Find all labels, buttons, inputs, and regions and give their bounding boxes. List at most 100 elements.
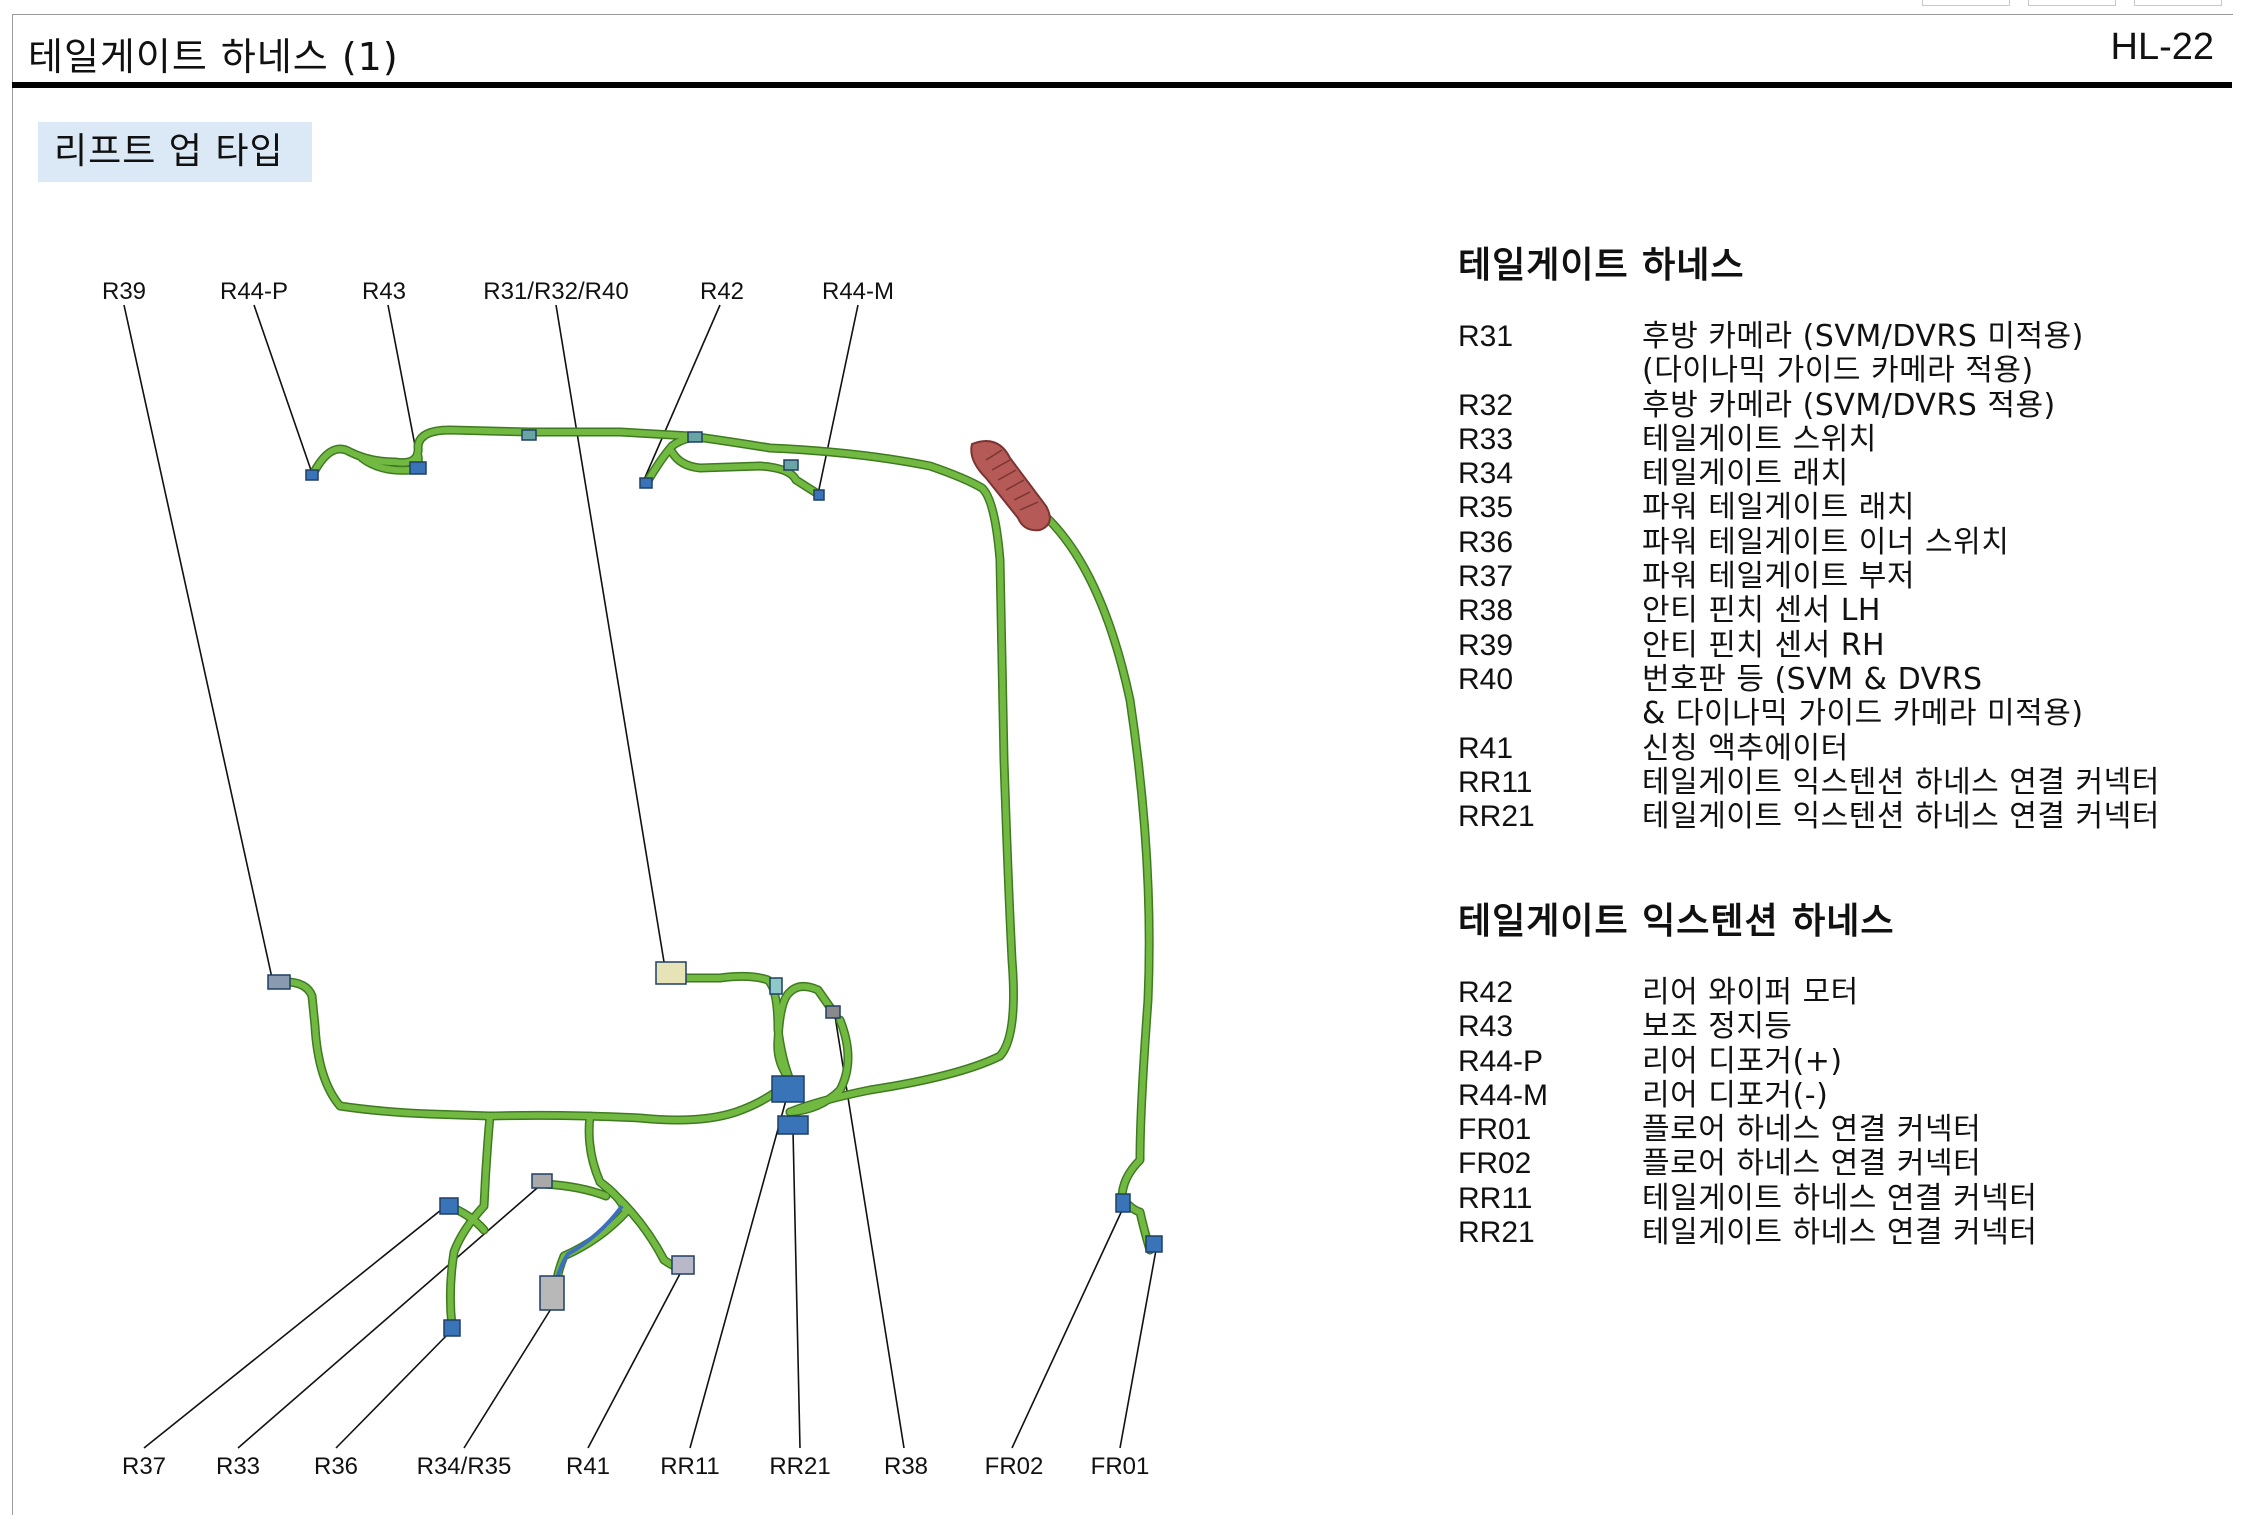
bottom-callouts: R37 R33 R36 R34/R35 R41 RR11 RR21 R38 FR… (122, 1453, 1149, 1480)
legend-desc: 후방 카메라 (SVM/DVRS 미적용) (1642, 319, 2084, 354)
legend-code: R35 (1458, 491, 1514, 525)
label-r44-p: R44-P (220, 278, 288, 305)
legend-desc: & 다이나믹 가이드 카메라 미적용) (1642, 696, 2084, 732)
legend-desc: 플로어 하네스 연결 커넥터 (1642, 1112, 1982, 1148)
legend-code: R34 (1458, 457, 1514, 491)
legend-desc: 파워 테일게이트 이너 스위치 (1642, 524, 2010, 560)
legend-row: R39 안티 핀치 센서 RH (1458, 627, 2160, 663)
legend-row: R36 파워 테일게이트 이너 스위치 (1458, 524, 2160, 560)
legend-row: FR02 플로어 하네스 연결 커넥터 (1458, 1146, 2037, 1182)
legend-desc: 신칭 액추에이터 (1642, 730, 1849, 766)
legend-code: RR21 (1458, 800, 1535, 834)
legend-code (1458, 354, 1642, 388)
legend-desc: 파워 테일게이트 래치 (1642, 490, 1915, 526)
legend-row: RR21 테일게이트 하네스 연결 커넥터 (1458, 1215, 2038, 1251)
label-r34-r35: R34/R35 (417, 1453, 512, 1480)
legend-heading-tailgate: 테일게이트 하네스 (1458, 245, 1745, 286)
legend-heading-extension: 테일게이트 익스텐션 하네스 (1458, 901, 1895, 942)
label-r37: R37 (122, 1453, 166, 1480)
label-fr01: FR01 (1091, 1453, 1150, 1480)
legend-row: RR11 테일게이트 하네스 연결 커넥터 (1458, 1180, 2038, 1216)
leader-lines (123, 304, 1157, 1449)
legend-desc: 테일게이트 하네스 연결 커넥터 (1642, 1215, 2038, 1251)
label-r44-m: R44-M (822, 278, 894, 305)
legend-desc: 테일게이트 스위치 (1642, 421, 1877, 457)
connectors (267, 429, 1163, 1337)
label-r39: R39 (102, 278, 146, 305)
label-r36: R36 (314, 1453, 358, 1480)
connector-fr02 (1115, 1193, 1131, 1213)
connector-r33 (531, 1173, 553, 1189)
legend-code: R36 (1458, 525, 1514, 559)
connector-r42 (639, 477, 653, 489)
label-rr11: RR11 (660, 1453, 720, 1480)
label-r38: R38 (884, 1453, 928, 1480)
type-badge: 리프트 업 타입 (38, 122, 312, 182)
legend-row: R43 보조 정지등 (1458, 1009, 2037, 1045)
clip-top-2 (687, 431, 703, 443)
page-frame (12, 14, 2233, 1515)
connector-r38 (825, 1005, 841, 1019)
legend-desc: 테일게이트 래치 (1642, 456, 1849, 492)
legend-row: FR01 플로어 하네스 연결 커넥터 (1458, 1112, 2037, 1148)
legend-code: FR02 (1458, 1147, 1532, 1181)
legend-code: R39 (1458, 628, 1514, 662)
legend-desc: 파워 테일게이트 부저 (1642, 559, 1915, 595)
legend-code: R44-M (1458, 1078, 1549, 1112)
page-title: 테일게이트 하네스 (1) (28, 35, 399, 79)
legend-row: R31 후방 카메라 (SVM/DVRS 미적용) (1458, 319, 2160, 354)
legend-code: FR01 (1458, 1113, 1532, 1147)
harness-diagram: R39 R44-P R43 R31/R32/R40 R42 R44-M R37 … (102, 278, 1163, 1480)
legend-code: R43 (1458, 1010, 1514, 1044)
legend-desc: 플로어 하네스 연결 커넥터 (1642, 1146, 1982, 1182)
legend-code: R31 (1458, 320, 1514, 353)
legend-code: RR11 (1458, 1181, 1533, 1215)
legend-desc: 테일게이트 익스텐션 하네스 연결 커넥터 (1642, 764, 2160, 800)
legend-tailgate-harness: 테일게이트 하네스 R31 후방 카메라 (SVM/DVRS 미적용) (다이나믹… (1458, 236, 2160, 834)
page-code: HL-22 (2110, 26, 2215, 68)
legend-row: R37 파워 테일게이트 부저 (1458, 559, 2160, 595)
legend-code: RR21 (1458, 1216, 1535, 1250)
label-r41: R41 (566, 1453, 610, 1480)
header-divider (12, 82, 2232, 88)
legend-code: R37 (1458, 560, 1514, 594)
legend-code: R42 (1458, 976, 1514, 1009)
connector-r37 (439, 1197, 459, 1215)
legend-code: RR11 (1458, 765, 1533, 799)
label-r33: R33 (216, 1453, 260, 1480)
wire-outline (273, 425, 1155, 1331)
legend-desc: 후방 카메라 (SVM/DVRS 적용) (1642, 387, 2056, 423)
legend-code: R33 (1458, 422, 1514, 456)
label-r42: R42 (700, 278, 744, 305)
legend-desc: 안티 핀치 센서 RH (1642, 627, 1886, 663)
connector-fr01 (1145, 1235, 1163, 1253)
legend-desc: (다이나믹 가이드 카메라 적용) (1642, 353, 2034, 389)
legend-code: R40 (1458, 662, 1514, 696)
label-fr02: FR02 (985, 1453, 1044, 1480)
connector-r41 (671, 1255, 695, 1275)
label-r31-r32-r40: R31/R32/R40 (483, 278, 628, 305)
legend-desc: 번호판 등 (SVM & DVRS (1642, 661, 1983, 697)
legend-list-tailgate: R31 후방 카메라 (SVM/DVRS 미적용) (다이나믹 가이드 카메라 적… (1458, 319, 2160, 834)
connector-r31-r32-r40 (655, 961, 687, 985)
legend-row: (다이나믹 가이드 카메라 적용) (1458, 353, 2160, 389)
connector-rr11 (771, 1075, 805, 1103)
connector-r44p (305, 469, 319, 481)
connector-r36 (443, 1319, 461, 1337)
connector-r34-r35 (539, 1275, 565, 1311)
connector-r43 (409, 461, 427, 475)
legend-desc: 테일게이트 하네스 연결 커넥터 (1642, 1180, 2038, 1216)
wire-harness (275, 427, 1153, 1329)
connector-r39 (267, 974, 291, 990)
legend-row: R40 번호판 등 (SVM & DVRS (1458, 661, 2160, 697)
legend-code: R38 (1458, 594, 1514, 628)
legend-desc: 보조 정지등 (1642, 1009, 1793, 1045)
label-r43: R43 (362, 278, 406, 305)
